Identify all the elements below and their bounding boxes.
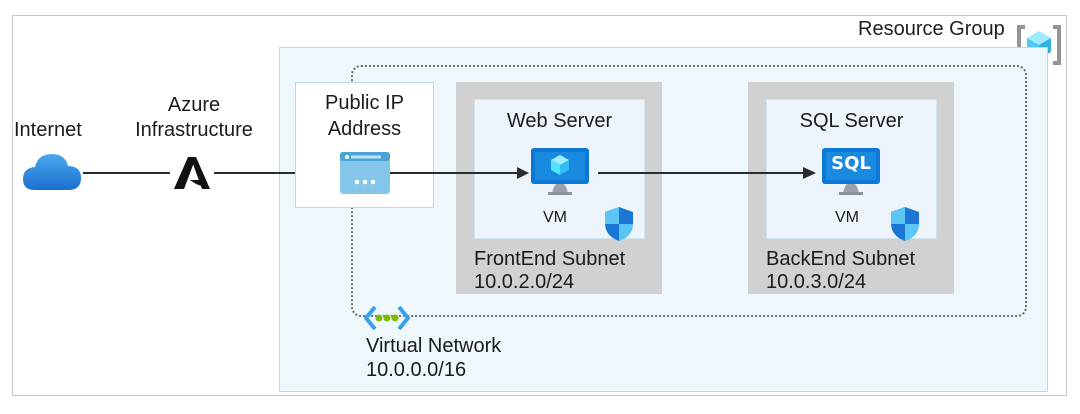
virtual-network-cidr: 10.0.0.0/16 <box>366 359 467 381</box>
web-vm-label: VM <box>543 209 567 226</box>
sql-monitor-icon: SQL <box>821 147 881 199</box>
web-to-sql-arrow <box>598 165 818 181</box>
resource-group-boundary <box>12 15 1067 396</box>
virtual-network-label: Virtual Network <box>366 335 502 357</box>
sql-badge-text: SQL <box>831 153 871 174</box>
frontend-subnet-label: FrontEnd Subnet <box>474 248 626 270</box>
internet-to-azure-line <box>83 172 170 174</box>
ip-to-web-arrow <box>390 165 530 181</box>
azure-logo-icon <box>172 156 212 190</box>
public-ip-label-line2: Address <box>327 118 402 140</box>
resource-group-label: Resource Group <box>858 18 1005 40</box>
internet-label: Internet <box>14 119 82 141</box>
azure-to-ip-line <box>214 172 344 174</box>
azure-label-line1: Azure <box>167 94 221 116</box>
web-server-label: Web Server <box>506 110 613 132</box>
sql-server-label: SQL Server <box>799 110 904 132</box>
sql-vm-label: VM <box>835 209 859 226</box>
virtual-network-icon <box>363 303 411 333</box>
public-ip-label-line1: Public IP <box>325 92 404 114</box>
shield-icon <box>604 206 634 242</box>
cloud-icon <box>21 150 83 192</box>
public-ip-icon <box>339 151 391 195</box>
backend-subnet-cidr: 10.0.3.0/24 <box>766 271 867 293</box>
backend-subnet-label: BackEnd Subnet <box>766 248 915 270</box>
azure-label-line2: Infrastructure <box>135 119 253 141</box>
vm-monitor-icon <box>530 147 590 199</box>
shield-icon <box>890 206 920 242</box>
public-ip-label: Public IP Address <box>295 90 434 142</box>
frontend-subnet-cidr: 10.0.2.0/24 <box>474 271 575 293</box>
